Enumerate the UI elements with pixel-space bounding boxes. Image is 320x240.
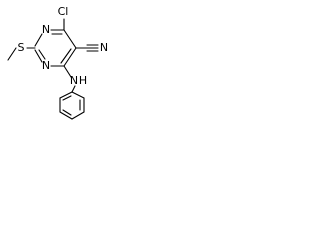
chemical-structure: Cl N N S N H N <box>7 5 108 120</box>
bond-nh-phenyl <box>71 85 76 93</box>
bond-ph-4-5 <box>59 111 73 120</box>
bond-c5-c6 <box>63 47 77 67</box>
bond-s-ch3 <box>7 47 17 61</box>
bond-ph-6-1-inner <box>62 95 72 101</box>
bond-ph-6-1 <box>59 91 73 99</box>
bond-n1-c2 <box>34 49 43 63</box>
bond-c5-c6-inner <box>60 48 72 64</box>
atom-ring-nitrogen-top: N <box>42 23 50 36</box>
atom-amine-hydrogen: H <box>79 74 87 87</box>
bond-ph-3-4 <box>71 111 85 120</box>
bond-ph-4-5-inner <box>62 109 72 116</box>
bond-c2-n3 <box>34 33 43 47</box>
atom-sulfur: S <box>18 41 25 54</box>
bond-c4-c5 <box>63 29 77 49</box>
atom-ring-nitrogen-bottom: N <box>42 59 50 72</box>
atom-amine-nitrogen: N <box>70 74 78 87</box>
bond-n1-c2-inner <box>38 49 46 60</box>
bond-c6-nh <box>63 65 72 78</box>
atom-nitrile-nitrogen: N <box>100 41 108 54</box>
bond-ph-1-2 <box>71 91 85 99</box>
atom-chlorine: Cl <box>58 5 69 18</box>
